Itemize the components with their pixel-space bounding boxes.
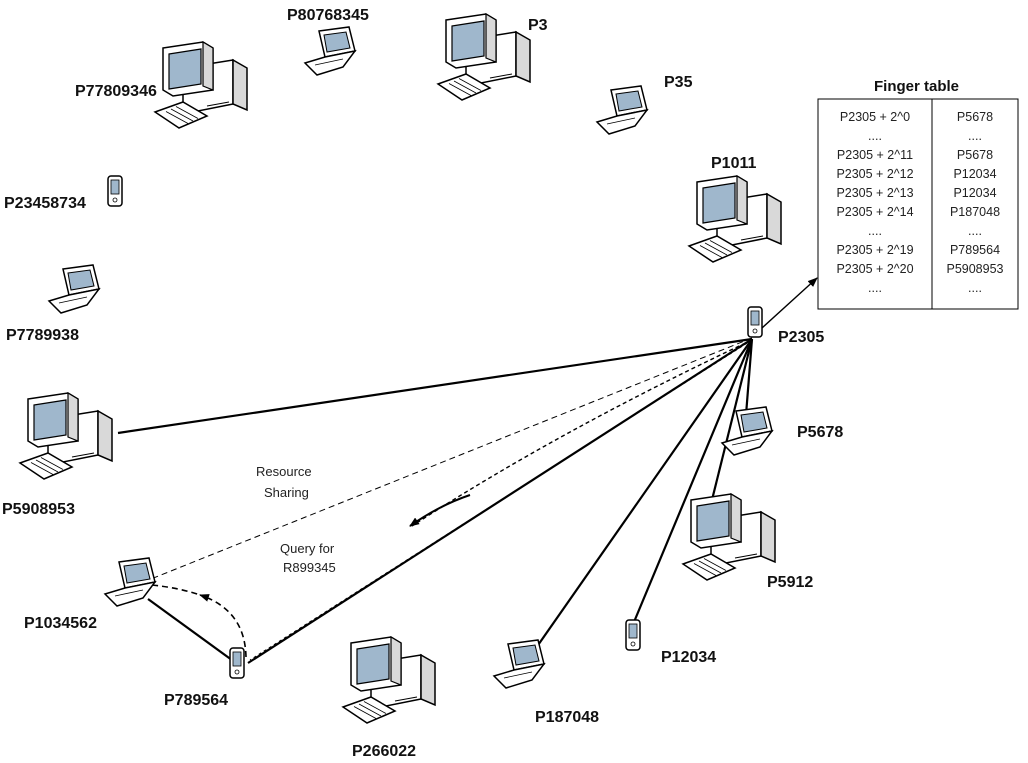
node-label: P2305 [778,329,824,346]
query-label: R899345 [283,560,336,575]
connection-lines [117,277,818,664]
laptop-icon [595,85,649,135]
laptop-icon [492,639,546,689]
finger-table-key: P2305 + 2^11 [837,148,913,162]
node-label: P23458734 [4,195,86,212]
finger-table-key: .... [868,129,882,143]
link-p2305-p5678 [744,338,754,416]
node-label: P5678 [797,424,843,441]
finger-table-title: Finger table [874,78,959,95]
link-p2305-p5908953 [117,337,753,435]
finger-table-key: .... [868,281,882,295]
finger-table-value: P187048 [950,205,1000,219]
phone-icon [747,306,763,338]
laptop-icon [103,557,157,607]
annotations: Resource Sharing Query for R899345 [256,464,336,575]
desktop-icon [18,391,113,480]
resource-sharing-label: Sharing [264,485,309,500]
query-label: Query for [280,541,335,556]
laptop-icon [303,26,357,76]
phone-icon [229,647,245,679]
finger-table-key: .... [868,224,882,238]
node-label: P35 [664,74,693,91]
laptop-icon [720,406,774,456]
finger-table-value: P789564 [950,243,1000,257]
desktop-icon [153,40,248,129]
finger-table-key: P2305 + 2^0 [840,110,910,124]
node-label: P77809346 [75,83,157,100]
return-path-tail [151,584,201,596]
finger-table-key: P2305 + 2^13 [836,186,913,200]
finger-table-key: P2305 + 2^20 [836,262,913,276]
finger-table-value: P5908953 [946,262,1003,276]
node-label: P5908953 [2,501,75,518]
link-p2305-p789564 [247,338,753,664]
query-arrow [409,494,471,527]
finger-table-value: .... [968,224,982,238]
finger-table-value: P5678 [957,148,993,162]
desktop-icon [341,635,436,724]
resource-sharing-label: Resource [256,464,312,479]
devices [18,12,782,724]
node-label: P5912 [767,574,813,591]
finger-table-value: .... [968,281,982,295]
phone-icon [625,619,641,651]
desktop-icon [436,12,531,101]
node-label: P3 [528,17,548,34]
desktop-icon [687,174,782,263]
node-label: P789564 [164,692,228,709]
finger-table-value: P5678 [957,110,993,124]
finger-table-key: P2305 + 2^12 [836,167,913,181]
link-p789564-p1034562 [147,598,237,664]
link-p2305-p12034 [632,338,754,623]
laptop-icon [47,264,101,314]
node-label: P12034 [661,649,716,666]
link-p2305-p5912 [705,338,754,521]
finger-table-arrow [761,277,818,329]
node-label: P7789938 [6,327,79,344]
finger-table-key: P2305 + 2^19 [836,243,913,257]
node-label: P1034562 [24,615,97,632]
finger-table-value: P12034 [953,186,996,200]
finger-table-value: P12034 [953,167,996,181]
finger-table-key: P2305 + 2^14 [836,205,913,219]
node-label: P266022 [352,743,416,760]
node-label: P187048 [535,709,599,726]
link-p2305-p187048 [535,338,753,649]
node-label: P80768345 [287,7,369,24]
phone-icon [107,175,123,207]
node-label: P1011 [711,155,756,172]
return-path [199,594,247,658]
finger-table-value: .... [968,129,982,143]
desktop-icon [681,492,776,581]
link-resource-sharing [150,337,753,580]
finger-table-box [817,98,1019,310]
node-labels: P80768345 P3 P77809346 P35 P1011 P234587… [2,7,843,760]
